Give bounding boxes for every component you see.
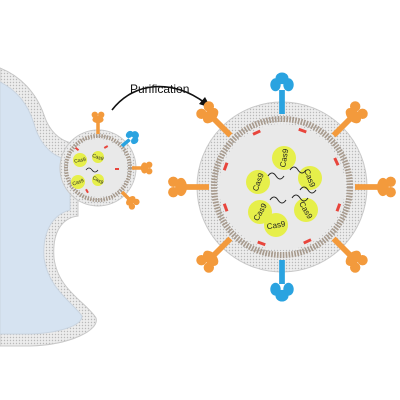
glycoprotein-spike-icon xyxy=(196,236,233,273)
glycoprotein-spike-icon xyxy=(331,236,368,273)
vesicle-inner-leaflet xyxy=(211,116,353,258)
cas9-label: Cas9 xyxy=(91,153,104,163)
cas9-label: Cas9 xyxy=(74,157,87,165)
arrow-label: Purification xyxy=(130,82,189,96)
glycoprotein-spike-icon xyxy=(91,111,105,134)
cas9-label: Cas9 xyxy=(72,178,85,188)
cas9-label: Cas9 xyxy=(91,175,104,186)
cas9-protein: Cas9 xyxy=(272,146,296,170)
cas9-protein: Cas9 xyxy=(91,174,104,186)
red-mark xyxy=(257,240,266,247)
red-mark xyxy=(298,127,307,134)
bud-surface-proteins xyxy=(91,111,153,210)
glycoprotein-spike-icon xyxy=(196,101,233,138)
guide-rna-icon xyxy=(85,167,99,173)
guide-rna-icon xyxy=(267,172,285,180)
vesicle-red-marks xyxy=(222,127,342,247)
glycoprotein-spike-icon xyxy=(120,190,140,210)
guide-rna-icon xyxy=(291,194,309,202)
red-mark xyxy=(303,238,312,245)
cell-interior xyxy=(0,81,83,335)
guide-rna-icon xyxy=(289,166,307,174)
cas9-protein: Cas9 xyxy=(73,153,87,167)
cas9-protein: Cas9 xyxy=(71,175,85,189)
purification-arrow: Purification xyxy=(111,82,211,111)
receptor-spike-icon xyxy=(270,260,294,302)
glycoprotein-spike-icon xyxy=(168,176,209,198)
glycoprotein-spike-icon xyxy=(132,161,153,175)
cas9-protein: Cas9 xyxy=(91,151,104,163)
receptor-spike-icon xyxy=(270,72,294,114)
guide-rna-icon xyxy=(269,196,287,204)
glycoprotein-spike-icon xyxy=(355,176,396,198)
glycoprotein-spike-icon xyxy=(331,101,368,138)
cas9-label: Cas9 xyxy=(266,219,286,231)
cas9-protein: Cas9 xyxy=(246,170,270,194)
red-mark xyxy=(333,157,340,166)
producer-cell xyxy=(0,67,97,347)
cas9-label: Cas9 xyxy=(278,148,290,168)
red-mark xyxy=(252,129,261,136)
red-mark xyxy=(222,162,229,171)
cas9-protein: Cas9 xyxy=(264,213,288,237)
guide-rna-icon xyxy=(299,186,317,194)
bud-red-marks xyxy=(74,145,119,194)
bud-inner-leaflet xyxy=(64,134,132,202)
cas9-protein: Cas9 xyxy=(298,166,322,190)
cas9-protein: Cas9 xyxy=(248,200,272,224)
cas9-protein: Cas9 xyxy=(294,198,318,222)
vesicle-surface-proteins xyxy=(168,72,396,302)
receptor-spike-icon xyxy=(120,130,139,148)
red-mark xyxy=(335,203,342,212)
curved-arrow-icon xyxy=(111,85,206,111)
red-mark xyxy=(222,203,229,212)
